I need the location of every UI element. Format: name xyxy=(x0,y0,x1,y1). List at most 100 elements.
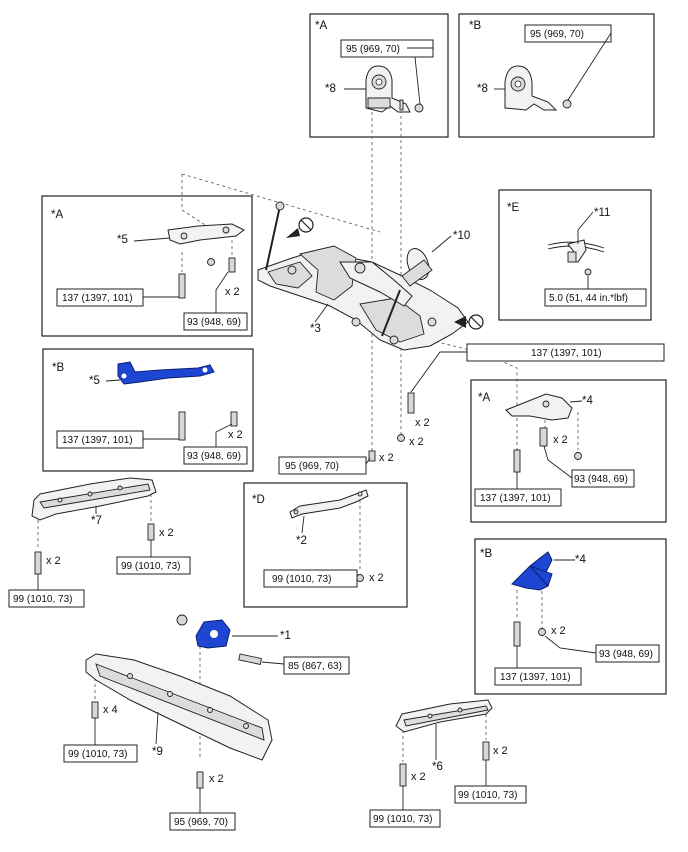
torque-value: 95 (969, 70) xyxy=(174,817,228,828)
mount-bracket-highlighted xyxy=(195,619,231,649)
bolt xyxy=(399,99,424,113)
bolt xyxy=(513,621,521,647)
part-label: *8 xyxy=(325,83,336,95)
bolt xyxy=(539,427,548,447)
torque-box xyxy=(183,312,248,331)
torque-value: 85 (867, 63) xyxy=(288,661,342,672)
quantity-multiplier: x 2 xyxy=(415,417,430,429)
sensor-clip-assembly xyxy=(547,211,605,263)
torque-box xyxy=(183,446,248,465)
quantity-multiplier: x 2 xyxy=(159,527,174,539)
stabilizer-link xyxy=(265,201,401,337)
nut xyxy=(397,434,405,442)
bolt xyxy=(584,268,592,276)
quantity-multiplier: x 2 xyxy=(493,745,508,757)
quantity-multiplier: x 2 xyxy=(369,572,384,584)
bolt xyxy=(513,449,521,473)
bolt xyxy=(407,392,415,414)
panel-title: *B xyxy=(469,20,481,32)
panel-b-right xyxy=(474,538,667,695)
quantity-multiplier: x 4 xyxy=(103,704,118,716)
part-label: *4 xyxy=(575,554,586,566)
part-label: *11 xyxy=(594,207,610,219)
torque-box xyxy=(369,809,441,828)
bolt xyxy=(482,741,490,761)
leader-line xyxy=(261,661,285,665)
torque-box xyxy=(263,569,358,588)
part-label: *6 xyxy=(432,761,443,773)
nut xyxy=(574,452,582,460)
panel-title: *A xyxy=(51,209,63,221)
panel-a-left xyxy=(41,195,253,337)
leader-line xyxy=(569,400,583,403)
panel-title: *D xyxy=(252,494,265,506)
leader-line xyxy=(314,303,329,323)
leader-line xyxy=(155,711,159,745)
bolt xyxy=(399,763,407,787)
leader-line xyxy=(414,56,421,105)
part-label: *3 xyxy=(310,323,321,335)
leader-line xyxy=(431,235,452,253)
engine-mount-bracket xyxy=(504,65,558,111)
part-label: *7 xyxy=(91,515,102,527)
suspension-arm-plate-highlighted xyxy=(511,551,553,591)
torque-value: 99 (1010, 73) xyxy=(272,574,332,585)
part-label: *1 xyxy=(280,630,291,642)
torque-box xyxy=(278,456,367,475)
part-label: *9 xyxy=(152,746,163,758)
bolt xyxy=(178,273,186,299)
quantity-multiplier: x 2 xyxy=(46,555,61,567)
leader-line xyxy=(365,457,371,465)
part-label: *5 xyxy=(89,375,100,387)
torque-value: 137 (1397, 101) xyxy=(62,435,133,446)
torque-box xyxy=(454,785,527,804)
part-label: *5 xyxy=(117,234,128,246)
steering-rack-boot xyxy=(401,248,433,287)
torque-value: 137 (1397, 101) xyxy=(531,348,602,359)
front-suspension-crossmember xyxy=(257,245,469,351)
part-label: *8 xyxy=(477,83,488,95)
bolt xyxy=(368,450,376,462)
suspension-arm-plate xyxy=(505,393,573,421)
bolt xyxy=(178,411,186,441)
control-arm-plate xyxy=(167,223,245,245)
torque-box xyxy=(474,488,562,507)
torque-value: 95 (969, 70) xyxy=(285,461,339,472)
torque-value: 93 (948, 69) xyxy=(574,474,628,485)
panel-title: *B xyxy=(480,548,492,560)
front-crossmember xyxy=(85,653,273,761)
part-label: *10 xyxy=(453,230,470,242)
torque-box xyxy=(56,288,144,307)
torque-box xyxy=(494,667,582,686)
leader-line xyxy=(215,423,233,447)
bolt xyxy=(238,653,263,665)
quantity-multiplier: x 2 xyxy=(553,434,568,446)
nut xyxy=(176,614,188,626)
panel-title: *A xyxy=(315,20,327,32)
torque-value: 99 (1010, 73) xyxy=(373,814,433,825)
quantity-multiplier: x 2 xyxy=(209,773,224,785)
side-rail-bracket xyxy=(31,477,157,521)
torque-box xyxy=(595,644,660,663)
quantity-multiplier: x 2 xyxy=(228,429,243,441)
bolt xyxy=(562,99,572,109)
bolt xyxy=(538,628,546,636)
torque-value: 99 (1010, 73) xyxy=(458,790,518,801)
torque-value: 95 (969, 70) xyxy=(530,29,584,40)
torque-value: 99 (1010, 73) xyxy=(13,594,73,605)
torque-value: 137 (1397, 101) xyxy=(480,493,551,504)
torque-value: 137 (1397, 101) xyxy=(62,293,133,304)
torque-value: 5.0 (51, 44 in.*lbf) xyxy=(549,293,628,304)
bolt xyxy=(34,551,42,575)
panel-a-top xyxy=(309,13,449,138)
torque-box xyxy=(571,469,635,488)
bolt xyxy=(228,257,236,273)
bolt xyxy=(91,701,99,719)
bolt xyxy=(230,411,238,427)
panel-b-top xyxy=(458,13,655,138)
torque-value: 95 (969, 70) xyxy=(346,44,400,55)
torque-box xyxy=(466,343,665,362)
part-label: *2 xyxy=(296,535,307,547)
engine-mount-bracket xyxy=(365,65,411,113)
